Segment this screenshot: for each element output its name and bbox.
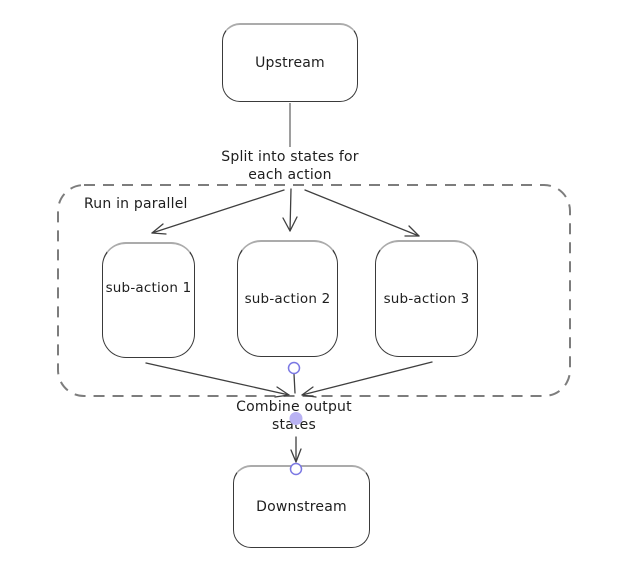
arrowhead-combine-right xyxy=(301,386,317,398)
arrow-split-to-sub1[interactable] xyxy=(151,189,285,234)
arrow-sub1-to-combine[interactable] xyxy=(145,362,290,396)
node-sub-action-1-label: sub-action 1 xyxy=(105,280,192,296)
node-upstream-label: Upstream xyxy=(255,54,325,71)
arrowhead-combine-left xyxy=(274,386,290,398)
arrow-split-to-sub2[interactable] xyxy=(289,188,292,232)
node-sub-action-2-label: sub-action 2 xyxy=(244,290,331,307)
parallel-group-outline[interactable] xyxy=(57,184,571,397)
node-downstream[interactable]: Downstream xyxy=(233,465,370,548)
arrow-sub3-to-combine[interactable] xyxy=(301,361,433,396)
node-sub-action-2[interactable]: sub-action 2 xyxy=(237,240,338,357)
node-downstream-label: Downstream xyxy=(256,498,347,515)
arrowhead-sub3 xyxy=(404,225,420,237)
split-annotation-line2: each action xyxy=(248,166,332,183)
node-sub-action-3[interactable]: sub-action 3 xyxy=(375,240,478,357)
split-annotation[interactable]: Split into states for each action xyxy=(205,149,375,184)
arrow-sub2-to-combine[interactable] xyxy=(293,373,296,394)
node-upstream[interactable]: Upstream xyxy=(222,23,358,102)
node-sub-action-1[interactable]: sub-action 1 xyxy=(102,242,195,358)
combine-annotation-line2: states xyxy=(272,416,316,433)
arrowhead-downstream xyxy=(290,448,302,463)
parallel-group-label[interactable]: Run in parallel xyxy=(84,196,188,212)
node-sub-action-3-label: sub-action 3 xyxy=(383,290,470,307)
combine-annotation-line1: Combine output xyxy=(236,399,352,415)
combine-annotation[interactable]: Combine output states xyxy=(224,399,364,434)
arrowhead-sub1 xyxy=(151,223,167,235)
split-annotation-line1: Split into states for xyxy=(221,149,359,165)
arrow-split-to-sub3[interactable] xyxy=(304,189,420,237)
arrowhead-sub2 xyxy=(282,216,298,232)
